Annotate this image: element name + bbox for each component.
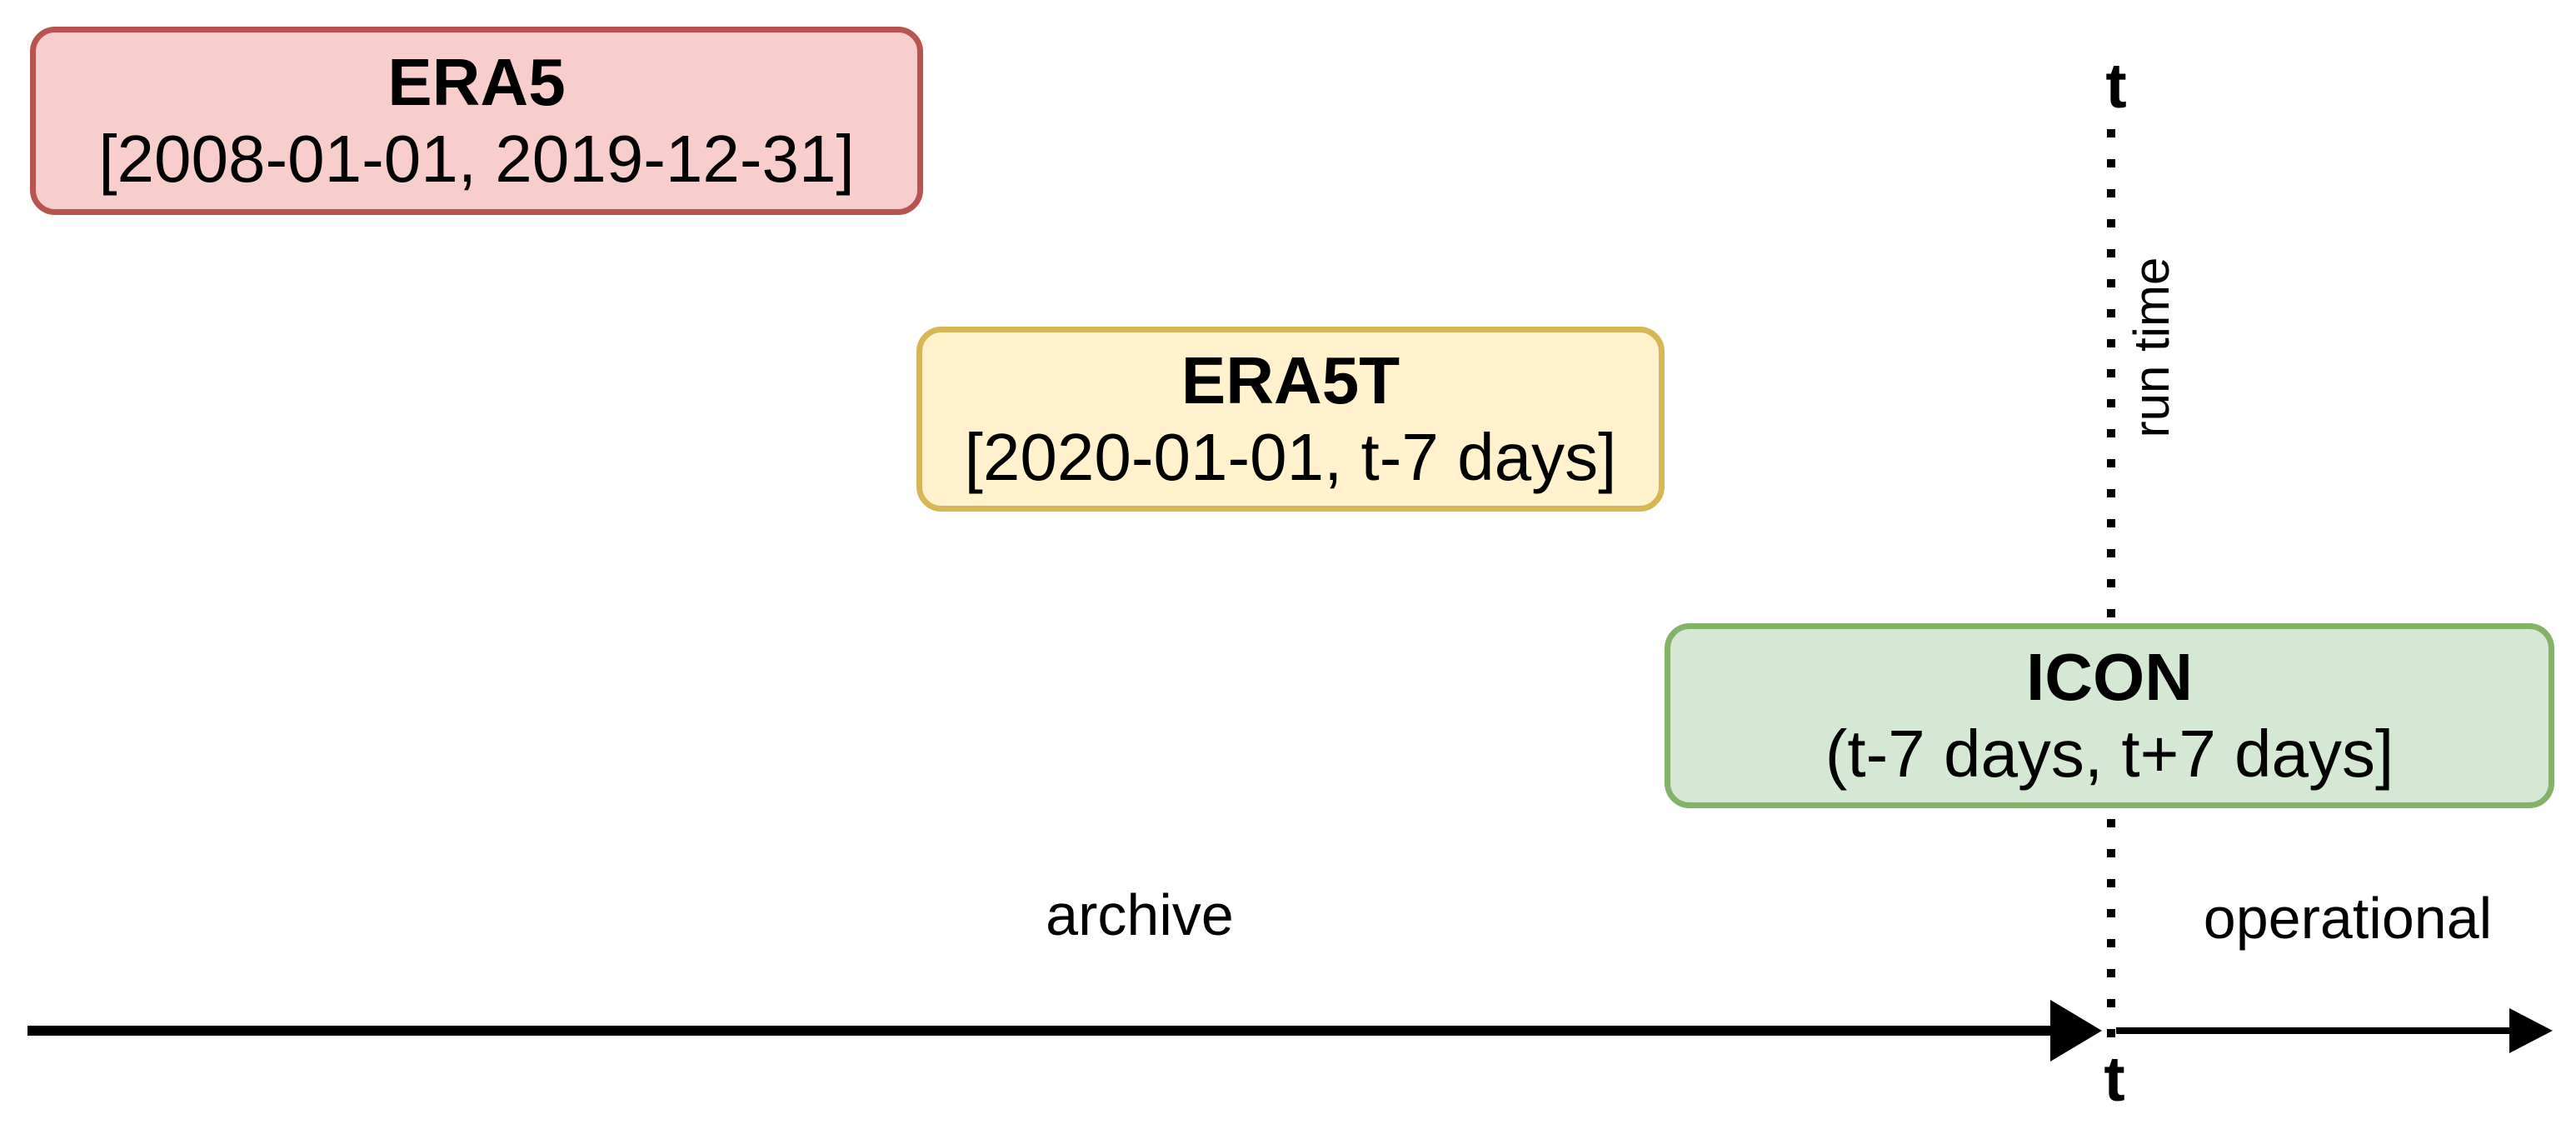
timeline-arrowhead-archive — [2050, 1000, 2102, 1062]
icon-box-range: (t-7 days, t+7 days] — [1825, 717, 2394, 791]
era5t-box-title: ERA5T — [1181, 343, 1400, 417]
runtime-axis-label: run time — [2124, 257, 2179, 438]
era5t-box: ERA5T [2020-01-01, t-7 days] — [916, 327, 1665, 512]
era5-box-range: [2008-01-01, 2019-12-31] — [98, 122, 855, 196]
operational-label: operational — [2203, 886, 2493, 951]
runtime-dotted-line — [2107, 129, 2115, 1057]
era5t-box-range: [2020-01-01, t-7 days] — [964, 420, 1617, 494]
runtime-top-t-label: t — [2105, 51, 2127, 122]
era5-box-title: ERA5 — [387, 45, 566, 119]
archive-label: archive — [1046, 882, 1234, 947]
icon-box-title: ICON — [2026, 640, 2193, 714]
timeline-arrowhead-operational — [2509, 1008, 2553, 1053]
axis-bottom-t-label: t — [2104, 1044, 2125, 1115]
era5-box: ERA5 [2008-01-01, 2019-12-31] — [30, 27, 923, 215]
icon-box: ICON (t-7 days, t+7 days] — [1665, 623, 2554, 808]
timeline-line-archive — [27, 1026, 2050, 1036]
timeline-line-operational — [2116, 1027, 2511, 1034]
